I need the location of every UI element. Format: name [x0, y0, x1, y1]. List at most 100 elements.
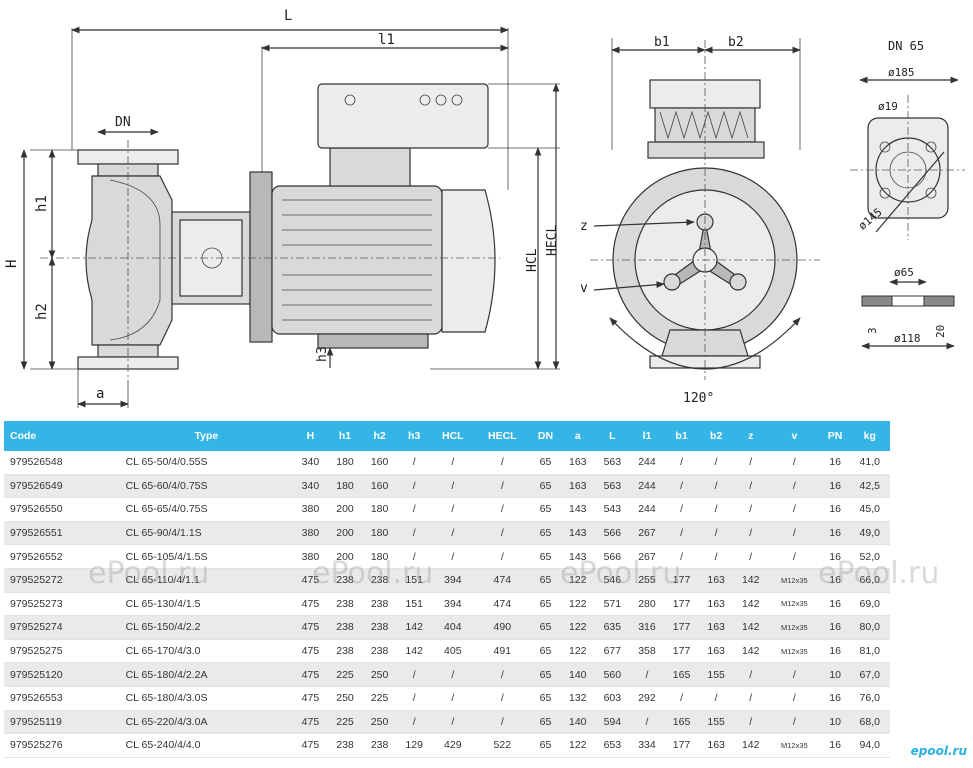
- table-cell: /: [664, 451, 699, 475]
- column-header: kg: [849, 421, 890, 451]
- table-cell: 474: [474, 568, 531, 593]
- column-header: h2: [362, 421, 397, 451]
- table-cell: 280: [629, 592, 665, 617]
- dim-HCL: HCL: [525, 248, 540, 272]
- table-cell: /: [431, 497, 475, 522]
- table-cell: /: [733, 451, 769, 475]
- table-cell: 160: [362, 451, 397, 475]
- table-cell: /: [768, 451, 821, 475]
- table-cell: 244: [629, 474, 665, 499]
- table-cell: 180: [362, 521, 397, 546]
- table-cell: 200: [327, 544, 363, 569]
- table-cell: 267: [629, 521, 665, 546]
- table-cell: CL 65-220/4/3.0A: [119, 710, 294, 735]
- table-cell: 238: [327, 639, 363, 664]
- table-cell: /: [698, 451, 734, 475]
- table-cell: 65: [530, 662, 561, 687]
- table-cell: 380: [293, 497, 328, 522]
- table-cell: 65: [530, 568, 561, 593]
- table-cell: 68,0: [849, 710, 890, 735]
- table-cell: 65: [530, 497, 561, 522]
- table-cell: 143: [560, 521, 596, 546]
- table-cell: 571: [595, 592, 630, 617]
- table-cell: /: [698, 474, 734, 499]
- column-header: Code: [4, 421, 120, 451]
- column-header: h3: [396, 421, 432, 451]
- column-header: b1: [664, 421, 699, 451]
- table-cell: 979525273: [4, 592, 120, 617]
- table-cell: 94,0: [849, 733, 890, 758]
- table-cell: 250: [362, 662, 397, 687]
- table-cell: 225: [362, 686, 397, 711]
- table-cell: CL 65-50/4/0.55S: [119, 451, 294, 475]
- flange-detail: DN 65 ø185 ø19 ø145 ø65 ø118 3 20: [850, 39, 965, 350]
- table-cell: /: [768, 544, 821, 569]
- table-cell: 122: [560, 568, 596, 593]
- table-cell: 979525275: [4, 639, 120, 664]
- table-cell: 238: [362, 639, 397, 664]
- table-cell: 65: [530, 733, 561, 758]
- table-cell: CL 65-90/4/1.1S: [119, 521, 294, 546]
- table-cell: 979525119: [4, 710, 120, 735]
- table-cell: /: [474, 497, 531, 522]
- table-cell: /: [431, 451, 475, 475]
- table-cell: 238: [327, 568, 363, 593]
- table-cell: /: [664, 686, 699, 711]
- table-cell: /: [768, 686, 821, 711]
- table-cell: 491: [474, 639, 531, 664]
- table-cell: 522: [474, 733, 531, 758]
- dim-H: H: [4, 260, 20, 268]
- table-cell: CL 65-105/4/1.5S: [119, 544, 294, 569]
- flange-title: DN 65: [888, 39, 924, 53]
- dim-h3: h3: [315, 346, 330, 362]
- table-cell: 140: [560, 710, 596, 735]
- table-cell: 129: [396, 733, 432, 758]
- table-cell: CL 65-110/4/1.1: [119, 568, 294, 593]
- dim-a: a: [96, 386, 104, 402]
- table-cell: M12x35: [768, 733, 821, 758]
- table-cell: CL 65-130/4/1.5: [119, 592, 294, 617]
- column-header: b2: [698, 421, 734, 451]
- table-cell: 677: [595, 639, 630, 664]
- table-cell: /: [768, 474, 821, 499]
- table-cell: 177: [664, 639, 699, 664]
- table-cell: 267: [629, 544, 665, 569]
- table-cell: 292: [629, 686, 665, 711]
- table-cell: 66,0: [849, 568, 890, 593]
- table-cell: 41,0: [849, 451, 890, 475]
- column-header: a: [560, 421, 596, 451]
- table-cell: 10: [820, 710, 850, 735]
- table-cell: 142: [733, 733, 769, 758]
- flange-t20: 20: [934, 325, 947, 338]
- table-cell: 163: [560, 451, 596, 475]
- table-cell: CL 65-180/4/3.0S: [119, 686, 294, 711]
- table-cell: 177: [664, 733, 699, 758]
- table-cell: 65: [530, 451, 561, 475]
- table-cell: 163: [560, 474, 596, 499]
- table-cell: 67,0: [849, 662, 890, 687]
- table-cell: 142: [733, 592, 769, 617]
- table-cell: 979525272: [4, 568, 120, 593]
- table-cell: 155: [698, 710, 734, 735]
- table-cell: 979525274: [4, 615, 120, 640]
- table-cell: /: [396, 686, 432, 711]
- table-cell: /: [768, 662, 821, 687]
- epool-logo: epool.ru: [910, 744, 967, 758]
- table-cell: CL 65-170/4/3.0: [119, 639, 294, 664]
- table-cell: 163: [698, 615, 734, 640]
- table-cell: 358: [629, 639, 665, 664]
- table-cell: 142: [733, 615, 769, 640]
- table-cell: 122: [560, 615, 596, 640]
- table-cell: 563: [595, 474, 630, 499]
- table-cell: /: [733, 497, 769, 522]
- table-cell: 65: [530, 686, 561, 711]
- dim-b1: b1: [654, 35, 670, 50]
